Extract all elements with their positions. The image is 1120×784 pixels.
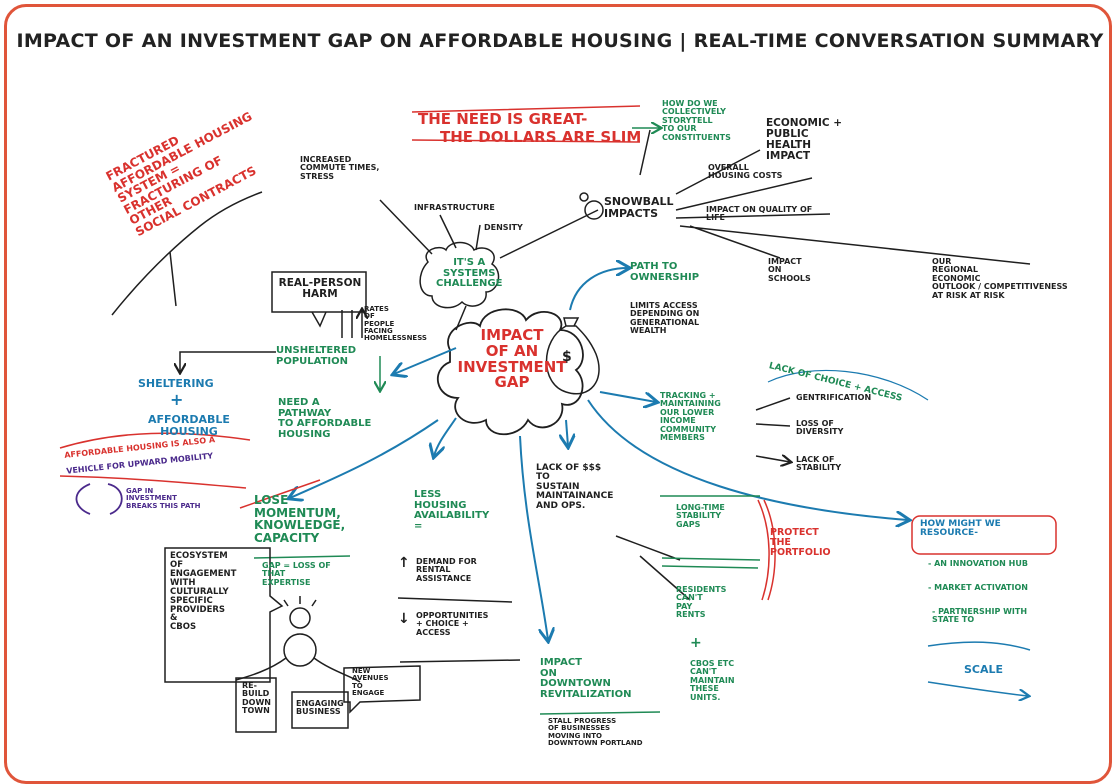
engaging-business: ENGAGING BUSINESS [296, 699, 344, 717]
gap-loss-expertise: GAP = LOSS OF THAT EXPERTISE [262, 561, 331, 587]
impact-schools: IMPACT ON SCHOOLS [768, 257, 811, 283]
ownership-title: PATH TO OWNERSHIP [630, 261, 700, 283]
lightbulb-head [289, 607, 311, 629]
rates-homelessness: RATES OF PEOPLE FACING HOMELESSNESS [364, 305, 427, 343]
lack-of-stability: LACK OF STABILITY [796, 455, 842, 473]
money-bag-icon: $ [562, 349, 572, 365]
ecosystem-text: ECOSYSTEM OF ENGAGEMENT WITH CULTURALLY … [170, 551, 237, 633]
ecosystem-bubble [164, 547, 284, 683]
systems-cloud [419, 241, 500, 309]
density-text: DENSITY [484, 223, 523, 232]
economic-impact: ECONOMIC + PUBLIC HEALTH IMPACT [766, 117, 843, 163]
overall-costs: OVERALL HOUSING COSTS [708, 163, 783, 181]
cbos-cant-maintain: CBOS ETC CAN'T MAINTAIN THESE UNITS. [690, 659, 735, 702]
snowball-label: SNOWBALL IMPACTS [604, 195, 674, 220]
gentrification: GENTRIFICATION [796, 393, 872, 402]
plus-icon-funds: + [690, 635, 702, 651]
demand-rental: DEMAND FOR RENTAL ASSISTANCE [416, 557, 477, 583]
downtown-title: IMPACT ON DOWNTOWN REVITALIZATION [540, 657, 632, 700]
tracking-text: TRACKING + MAINTAINING OUR LOWER INCOME … [660, 391, 721, 442]
infrastructure-text: INFRASTRUCTURE [414, 203, 495, 212]
need-underline [411, 105, 641, 143]
need-line1: THE NEED IS GREAT- [418, 110, 588, 128]
systems-label: IT'S A SYSTEMS CHALLENGE [436, 257, 503, 289]
protect-portfolio: PROTECT THE PORTFOLIO [770, 527, 831, 558]
connector-lines [59, 105, 1057, 733]
quality-of-life: IMPACT ON QUALITY OF LIFE [706, 205, 813, 223]
residents-cant-pay: RESIDENTS CAN'T PAY RENTS [676, 585, 727, 620]
loss-of-diversity: LOSS OF DIVERSITY [796, 419, 844, 437]
resource-box-label: HOW MIGHT WE RESOURCE- [920, 519, 1001, 539]
resource-item-market: - MARKET ACTIVATION [928, 583, 1028, 592]
resource-box [911, 515, 1057, 555]
resource-item-hub: - AN INNOVATION HUB [928, 559, 1028, 568]
rebuild-downtown: RE- BUILD DOWN TOWN [242, 681, 271, 716]
commute-text: INCREASED COMMUTE TIMES, STRESS [300, 155, 380, 181]
stability-gaps: LONG-TIME STABILITY GAPS [676, 503, 725, 529]
lack-funds-title: LACK OF $$$ TO SUSTAIN MAINTAINANCE AND … [536, 463, 614, 511]
plus-icon: + [170, 390, 184, 409]
regional-outlook: OUR REGIONAL ECONOMIC OUTLOOK / COMPETIT… [932, 257, 1068, 300]
storytell-text: HOW DO WE COLLECTIVELY STORYTELL TO OUR … [662, 99, 731, 142]
availability-title: LESS HOUSING AVAILABILITY = [414, 489, 490, 532]
down-arrow-icon: ↓ [398, 611, 410, 627]
sheltering-bottom: AFFORDABLE HOUSING [148, 413, 230, 438]
gap-breaks-path: GAP IN INVESTMENT BREAKS THIS PATH [126, 487, 201, 510]
center-cloud [436, 308, 584, 436]
resource-item-partnership: - PARTNERSHIP WITH STATE TO [932, 607, 1028, 625]
center-title: IMPACT OF AN INVESTMENT GAP [457, 326, 567, 392]
page-title: IMPACT OF AN INVESTMENT GAP ON AFFORDABL… [16, 30, 1104, 52]
downtown-text: STALL PROGRESS OF BUSINESSES MOVING INTO… [548, 717, 643, 748]
scale-text: SCALE [964, 663, 1004, 676]
need-line2: THE DOLLARS ARE SLIM [440, 128, 642, 146]
unsheltered-population: UNSHELTERED POPULATION [276, 345, 357, 367]
snowball-circle [584, 200, 604, 220]
momentum-title: LOSE MOMENTUM, KNOWLEDGE, CAPACITY [254, 493, 346, 545]
ownership-text: LIMITS ACCESS DEPENDING ON GENERATIONAL … [630, 301, 700, 336]
harm-box [271, 271, 367, 313]
harm-box-label: REAL-PERSON HARM [278, 277, 362, 301]
sheltering-top: SHELTERING [138, 377, 214, 390]
new-avenues: NEW AVENUES TO ENGAGE [352, 667, 389, 698]
money-bag-outline [545, 317, 600, 395]
up-arrow-icon: ↑ [398, 555, 410, 571]
pathway-text: NEED A PATHWAY TO AFFORDABLE HOUSING [278, 397, 372, 440]
opportunities-text: OPPORTUNITIES + CHOICE + ACCESS [416, 611, 489, 637]
poster-frame [4, 4, 1112, 784]
